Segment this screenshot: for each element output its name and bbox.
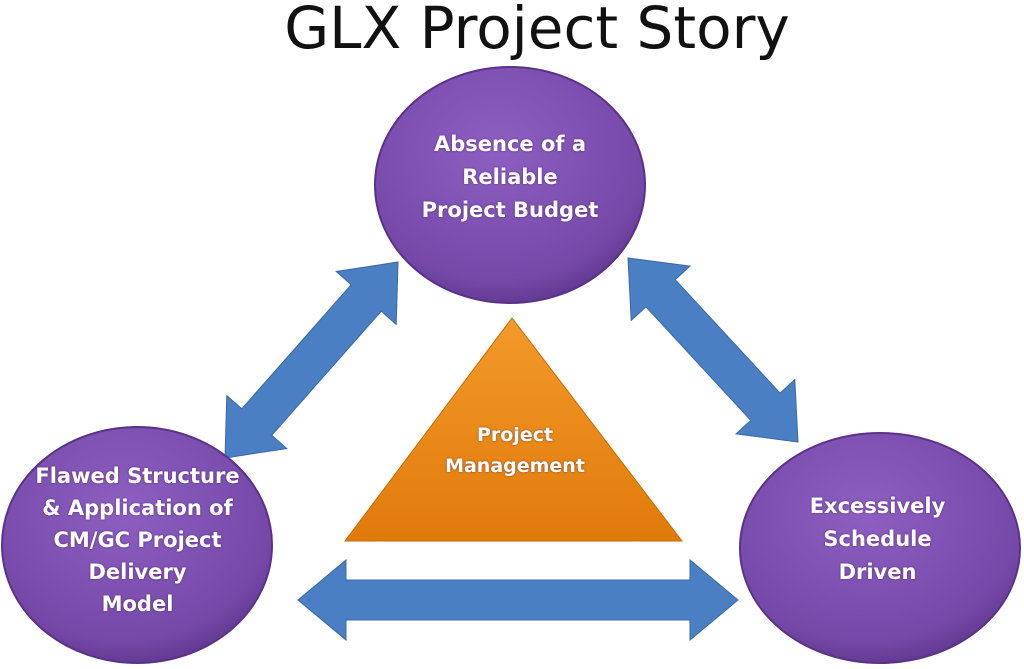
center-triangle <box>344 317 684 542</box>
double-arrow-top-right <box>627 257 799 443</box>
diagram-title: GLX Project Story <box>284 0 790 62</box>
double-arrow-left-top <box>224 261 399 459</box>
double-arrow-left-right <box>297 558 739 642</box>
node-right-circle <box>739 432 1021 664</box>
node-top-circle <box>374 66 646 304</box>
node-left-circle <box>1 426 273 664</box>
